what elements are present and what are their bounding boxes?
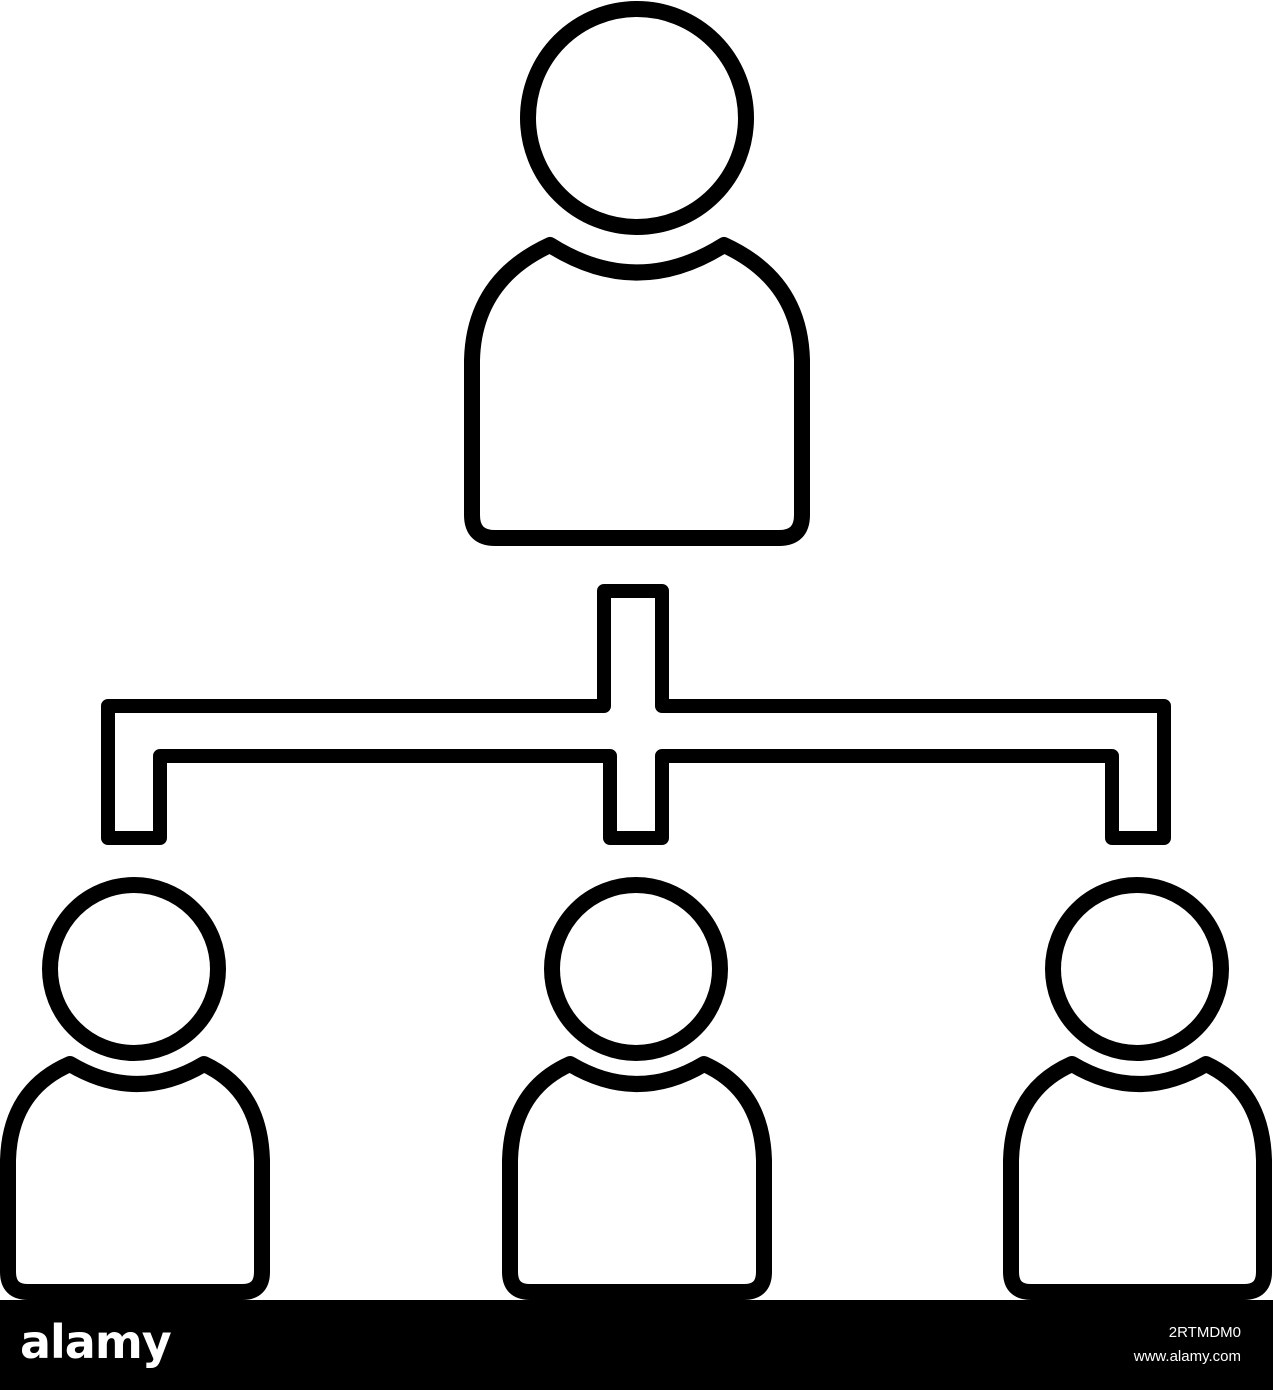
org-chart-diagram — [0, 1, 1272, 1300]
person-head — [544, 877, 728, 1061]
person-icon-report-center — [502, 877, 772, 1300]
person-body — [0, 1056, 270, 1300]
person-head — [520, 1, 754, 235]
connector-lines — [101, 584, 1171, 845]
person-icon-report-left — [0, 877, 270, 1300]
person-body — [1003, 1056, 1272, 1300]
person-body — [502, 1056, 772, 1300]
person-icon-manager — [464, 1, 810, 546]
person-body — [464, 237, 810, 546]
image-id-label: 2RTMDM0 — [1168, 1324, 1241, 1341]
stock-footer-bar: alamy 2RTMDM0 www.alamy.com — [0, 1300, 1273, 1390]
image-url-label: www.alamy.com — [1133, 1348, 1241, 1365]
person-head — [42, 877, 226, 1061]
alamy-logo: alamy — [20, 1315, 172, 1369]
person-head — [1045, 877, 1229, 1061]
connector-bracket-outline — [101, 584, 1171, 845]
person-icon-report-right — [1003, 877, 1272, 1300]
